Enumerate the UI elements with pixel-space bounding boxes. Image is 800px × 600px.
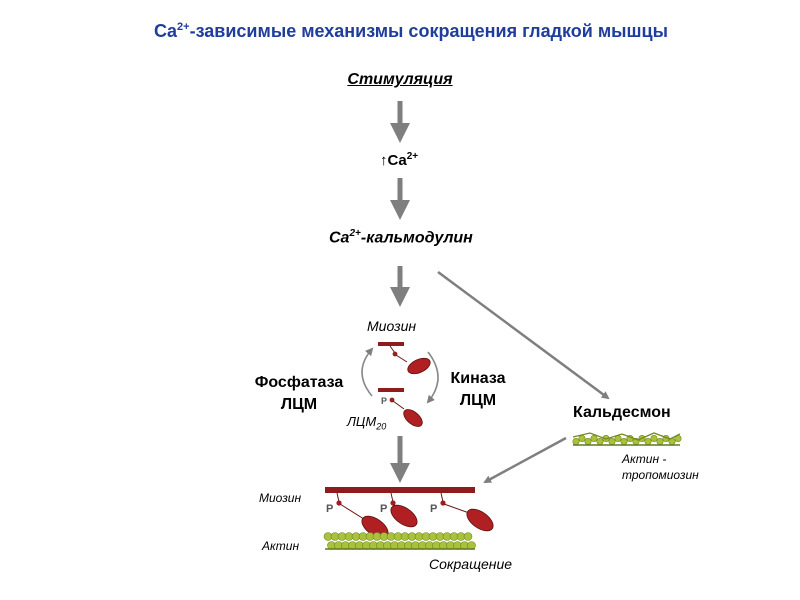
svg-text:P: P (381, 396, 387, 406)
contraction-myosin-label: Миозин (259, 491, 302, 505)
svg-text:P: P (380, 503, 387, 515)
caldesmon-label: Кальдесмон (573, 404, 671, 421)
actin-bead (572, 437, 580, 445)
actin-bead (650, 434, 658, 442)
actin-bead (620, 437, 628, 445)
arrow-calmodulin-to-caldesmon (437, 270, 610, 400)
svg-text:P: P (430, 503, 437, 515)
actin-bead (608, 437, 616, 445)
contraction-result-label: Сокращение (429, 556, 513, 572)
myosin-phosphorylated: P (378, 388, 423, 427)
contraction-myosin-heads: P P P (326, 492, 494, 539)
actin-bead (596, 437, 604, 445)
contraction-actin-filament (323, 532, 476, 550)
myosin-head (390, 504, 418, 528)
myosin-unphosphorylated (378, 342, 431, 375)
calcium-increase-label: ↑Ca2+ (380, 151, 419, 169)
caldesmon-actin-filament (572, 432, 682, 446)
kinase-cycle-arrow (426, 351, 439, 404)
actin-tropomyosin-label: Актин -тропомиозин (622, 452, 699, 482)
phosphatase-cycle-arrow (361, 347, 374, 397)
actin-bead (656, 437, 664, 445)
cycle-myosin-label: Миозин (367, 318, 417, 334)
contraction-myosin-filament (325, 487, 475, 493)
actin-bead (578, 434, 586, 442)
actin-bead (590, 434, 598, 442)
actin-bead (584, 437, 592, 445)
arrow-caldesmon-to-contraction (483, 436, 567, 484)
stimulation-label: Стимуляция (347, 71, 453, 88)
myosin-head (466, 508, 494, 532)
actin-bead (644, 437, 652, 445)
svg-text:P: P (326, 503, 333, 515)
myosin-joint (390, 500, 396, 506)
lcm20-label: ЛЦМ20 (347, 414, 387, 432)
actin-bead (463, 532, 473, 541)
diagram-title: Ca2+-зависимые механизмы сокращения глад… (154, 21, 668, 41)
contraction-actin-label: Актин (262, 539, 300, 553)
calmodulin-label: Ca2+-кальмодулин (329, 228, 473, 247)
